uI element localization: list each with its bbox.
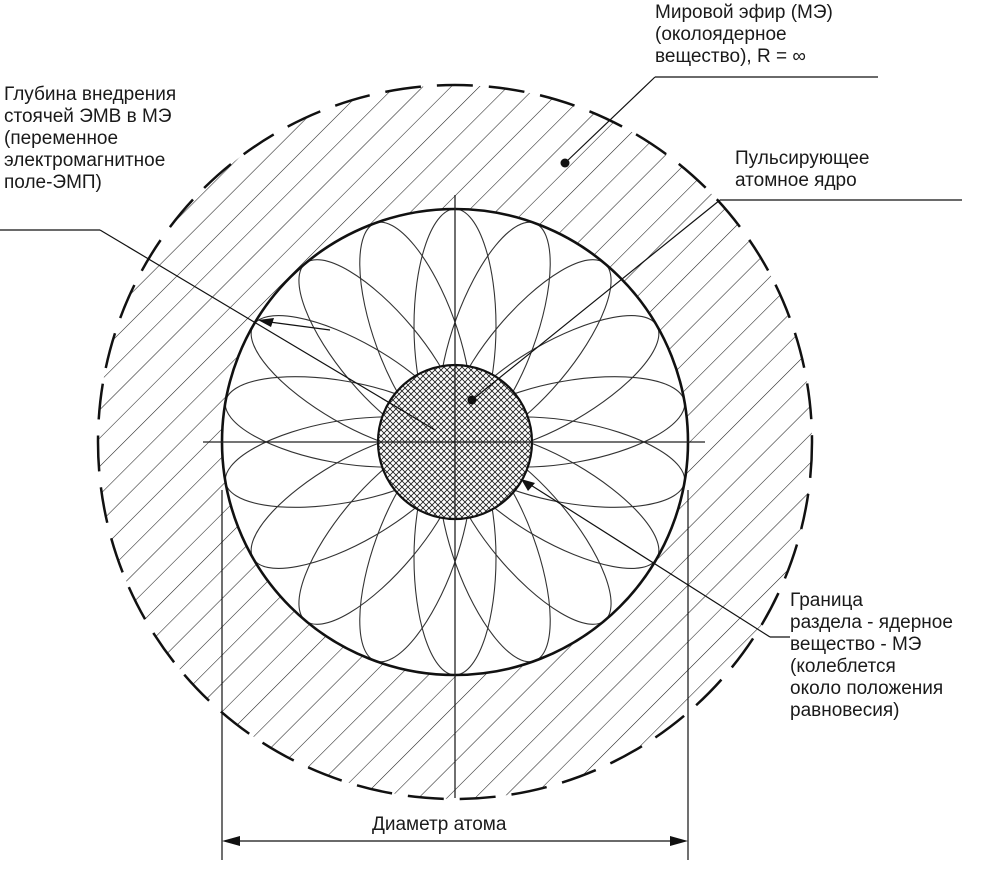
label-boundary: Граница раздела - ядерное вещество - МЭ … [790,590,953,722]
hatch-line [454,365,532,519]
label-line: Мировой эфир (МЭ) [655,2,833,23]
label-world-ether: Мировой эфир (МЭ) (околоядерное вещество… [655,2,833,68]
label-atom-diameter: Диаметр атома [368,814,511,836]
label-line: (переменное [4,128,119,149]
label-line: атомное ядро [735,170,857,191]
label-line: вещество - МЭ [790,634,922,655]
label-line: стоячей ЭМВ в МЭ [4,106,172,127]
hatch-line [436,365,532,519]
label-line: около положения [790,678,944,699]
label-line: вещество), R = ∞ [655,46,806,67]
leader-lines [0,76,962,638]
hatch-line [378,365,458,519]
label-line: равновесия) [790,700,900,721]
hatch-line [378,365,476,519]
outer-dashed-boundary [96,83,814,801]
hatch-line [454,365,532,519]
hatch-line [378,365,464,519]
label-line: электромагнитное [4,150,166,171]
hatch-line [378,365,476,519]
hatch-line [436,365,532,519]
hatch-line [442,365,532,519]
label-line: (околоядерное [655,24,787,45]
hatch-line [378,365,470,519]
label-line: раздела - ядерное [790,612,953,633]
label-line: Глубина внедрения [4,84,177,105]
label-pulsating-nucleus: Пульсирующее атомное ядро [735,148,870,192]
label-line: поле-ЭМП) [4,172,102,193]
label-penetration-depth: Глубина внедрения стоячей ЭМВ в МЭ (пере… [4,84,176,194]
center-axes [203,195,705,798]
diameter-dimension [221,490,689,860]
hatch-line [448,365,532,519]
hatch-line [378,365,464,519]
markers [258,158,570,491]
label-line: Граница [790,590,863,611]
label-line: Пульсирующее [735,148,870,169]
label-line: (колеблется [790,656,896,677]
hatch-line [378,365,458,519]
hatch-line [378,365,470,519]
hatch-line [442,365,532,519]
hatch-line [448,365,532,519]
